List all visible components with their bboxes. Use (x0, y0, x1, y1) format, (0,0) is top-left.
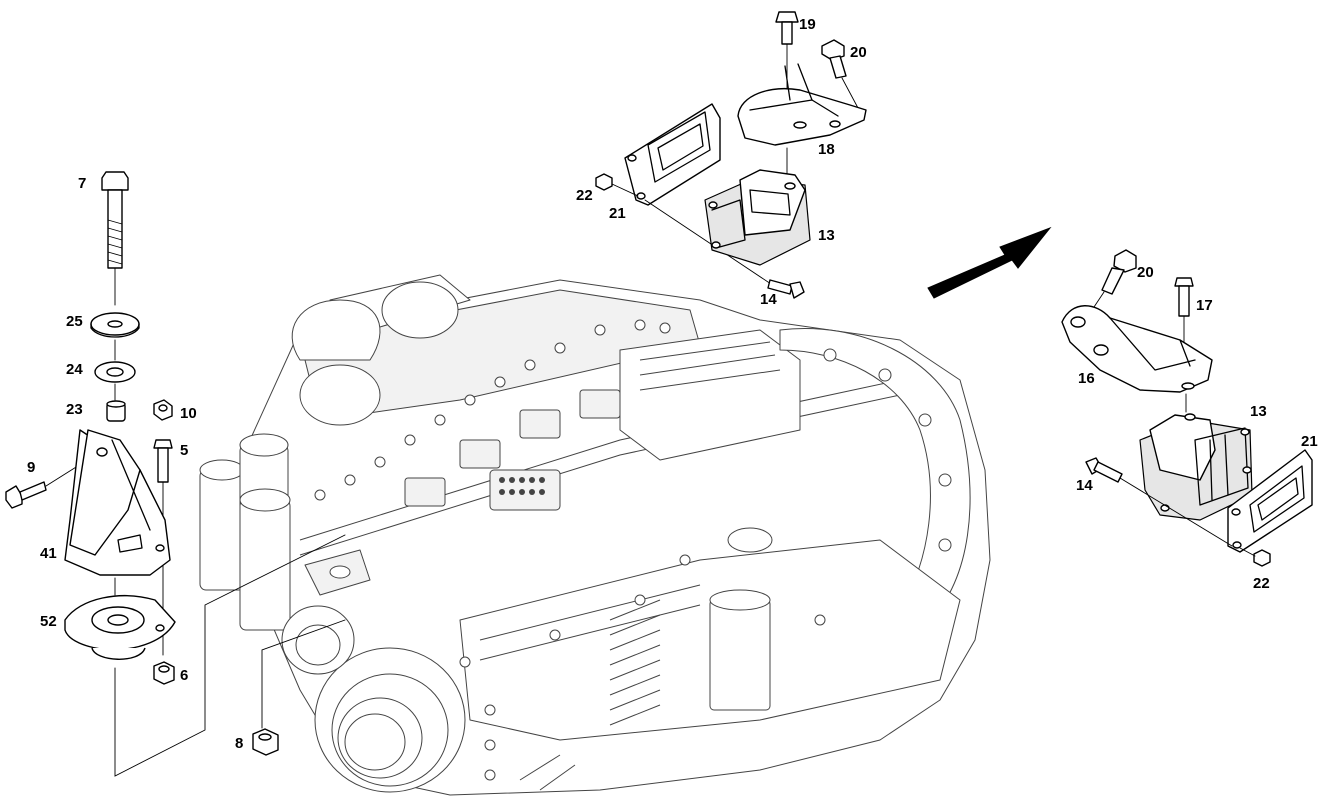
callout-52: 52 (40, 613, 57, 630)
bolt-14-right (1085, 457, 1123, 483)
nut-10 (153, 399, 173, 421)
gasket-plate-21-right (1227, 449, 1313, 553)
callout-13-top: 13 (818, 227, 835, 244)
callout-6: 6 (180, 667, 188, 684)
bolt-20-top (821, 39, 847, 79)
callout-21-right: 21 (1301, 433, 1318, 450)
bracket-41 (64, 429, 171, 576)
gasket-plate-21-top (624, 103, 721, 206)
top-rear-mount-assembly (595, 11, 867, 299)
callout-labels: 7 25 24 23 10 9 5 41 52 6 8 19 20 18 22 … (27, 16, 1318, 752)
bolt-5 (153, 439, 173, 483)
callout-8: 8 (235, 735, 243, 752)
rubber-mount-52 (64, 595, 176, 660)
callout-23: 23 (66, 401, 83, 418)
nut-22-top (595, 173, 613, 191)
bolt-14-top (767, 279, 805, 299)
callout-19: 19 (799, 16, 816, 33)
callout-17: 17 (1196, 297, 1213, 314)
callout-20-right: 20 (1137, 264, 1154, 281)
right-rear-mount-assembly (1061, 249, 1313, 567)
callout-10: 10 (180, 405, 197, 422)
nut-8 (252, 619, 346, 756)
bracket-16 (1061, 305, 1213, 393)
rubber-mount-13-top (704, 169, 811, 266)
nut-22-right (1253, 549, 1271, 567)
callout-5: 5 (180, 442, 188, 459)
engine-block (199, 274, 991, 796)
spacer-23 (106, 400, 126, 422)
bolt-17 (1174, 277, 1194, 317)
callout-13-right: 13 (1250, 403, 1267, 420)
callout-9: 9 (27, 459, 35, 476)
callout-21-top: 21 (609, 205, 626, 222)
nut-6 (153, 661, 175, 685)
rubber-mount-13-right (1139, 413, 1253, 521)
direction-arrow (927, 226, 1052, 299)
bolt-9 (5, 481, 47, 509)
callout-18: 18 (818, 141, 835, 158)
callout-22-top: 22 (576, 187, 593, 204)
callout-7: 7 (78, 175, 86, 192)
callout-24: 24 (66, 361, 83, 378)
washer-24 (94, 361, 136, 383)
bolt-19 (775, 11, 799, 45)
callout-20-top: 20 (850, 44, 867, 61)
bolt-7 (101, 171, 129, 269)
callout-16: 16 (1078, 370, 1095, 387)
callout-22-right: 22 (1253, 575, 1270, 592)
bracket-18 (737, 63, 867, 146)
callout-14-right: 14 (1076, 477, 1093, 494)
callout-14-top: 14 (760, 291, 777, 308)
washer-25 (90, 312, 140, 338)
bolt-20-right (1101, 249, 1137, 295)
callout-41: 41 (40, 545, 57, 562)
callout-25: 25 (66, 313, 83, 330)
front-mount-assembly (5, 171, 346, 777)
